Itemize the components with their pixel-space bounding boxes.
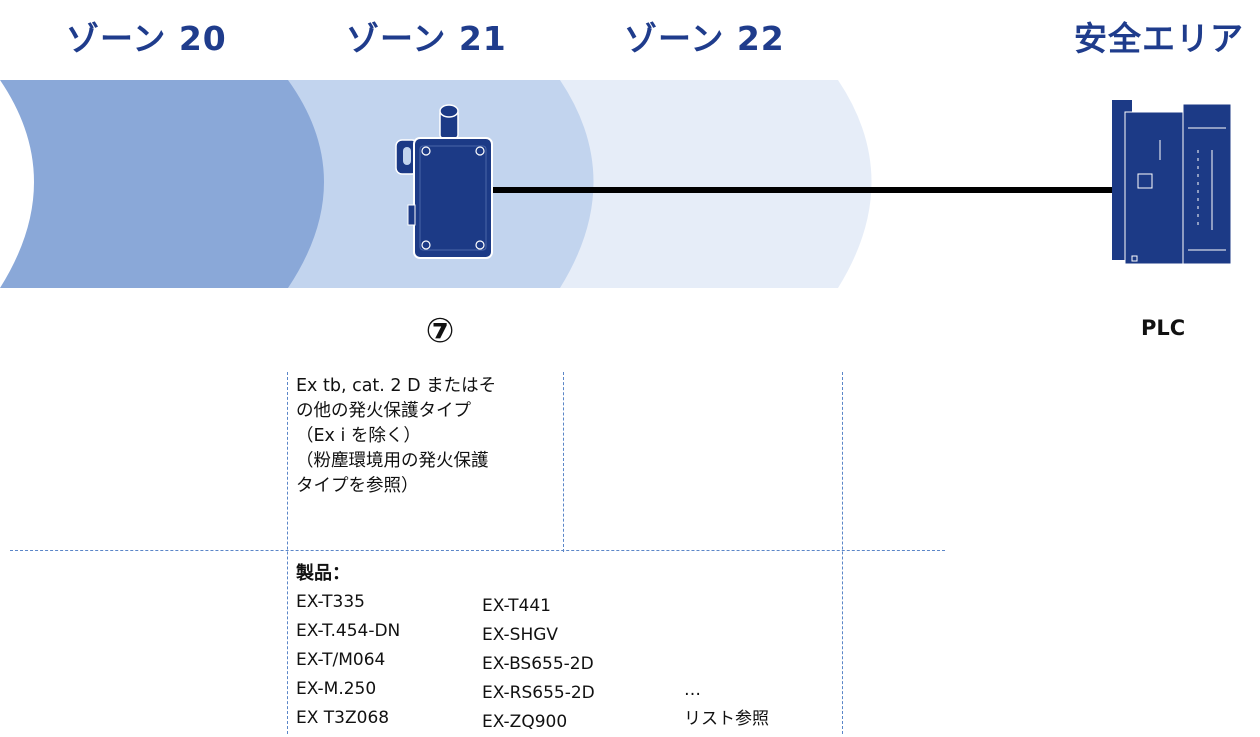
product-item: EX T3Z068 <box>296 708 390 728</box>
product-item: EX-T.454-DN <box>296 621 401 641</box>
zone-21-title: ゾーン 21 <box>346 19 507 58</box>
description-line: の他の発火保護タイプ <box>296 401 471 421</box>
product-item: EX-T441 <box>482 596 551 616</box>
zone22-band <box>560 80 872 288</box>
device-number-marker: ⑦ <box>425 311 455 351</box>
divider-horizontal <box>10 550 945 551</box>
products-title: 製品： <box>296 563 350 584</box>
safe-area-title: 安全エリア <box>1074 19 1244 58</box>
position-switch-icon <box>395 104 493 259</box>
product-item: EX-T/M064 <box>296 650 386 670</box>
product-item: EX-BS655-2D <box>482 654 594 674</box>
product-item: EX-RS655-2D <box>482 683 595 703</box>
products-column-2: EX-T441 EX-SHGV EX-BS655-2D EX-RS655-2D … <box>482 592 595 737</box>
description-line: （粉塵環境用の発火保護 <box>296 451 489 471</box>
zone-20-title: ゾーン 20 <box>66 19 227 58</box>
divider-vertical-left <box>287 372 288 734</box>
product-item: EX-ZQ900 <box>482 712 568 732</box>
divider-vertical-right <box>842 372 843 734</box>
list-reference-link: リスト参照 <box>684 709 769 729</box>
description-line: タイプを参照） <box>296 476 419 496</box>
divider-vertical-mid <box>563 372 564 552</box>
product-item: … <box>684 680 701 700</box>
plc-label: PLC <box>1141 316 1186 340</box>
zone-22-title: ゾーン 22 <box>624 19 785 58</box>
description-line: Ex tb, cat. 2 D またはそ <box>296 376 497 396</box>
zone20-band <box>0 80 324 288</box>
product-item: EX-SHGV <box>482 625 559 645</box>
zone21-description: Ex tb, cat. 2 D またはそ の他の発火保護タイプ （Ex i を除… <box>296 374 558 499</box>
products-column-1: EX-T335 EX-T.454-DN EX-T/M064 EX-M.250 E… <box>296 588 400 733</box>
product-item: EX-M.250 <box>296 679 377 699</box>
product-item: EX-T335 <box>296 592 365 612</box>
plc-icon <box>1112 100 1232 265</box>
products-column-3: … リスト参照 <box>684 676 769 734</box>
description-line: （Ex i を除く） <box>296 426 421 446</box>
